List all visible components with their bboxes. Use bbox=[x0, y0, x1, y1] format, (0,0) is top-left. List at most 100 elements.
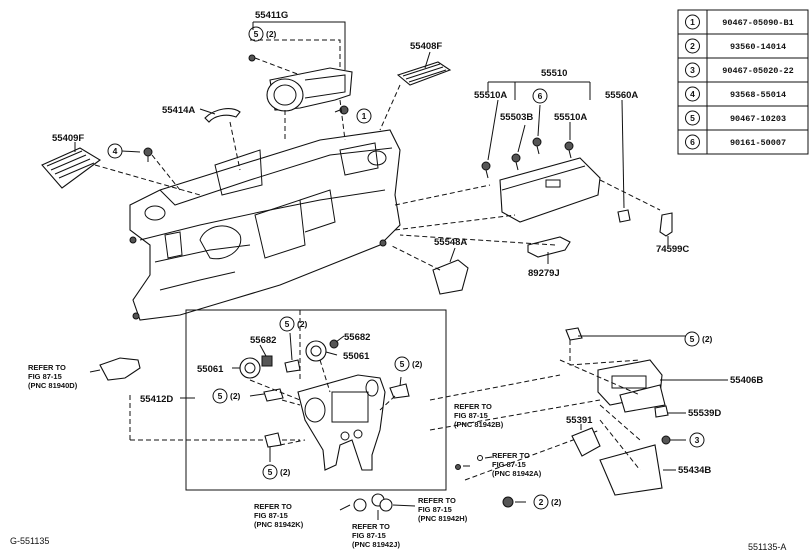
legend-key: 3 bbox=[690, 65, 695, 75]
ref-text: FIG 87-15 bbox=[454, 411, 488, 420]
ref-text: REFER TO bbox=[492, 451, 530, 460]
legend-part-number: 90467-10203 bbox=[730, 114, 786, 124]
legend-row-2: 2 93560-14014 bbox=[685, 38, 786, 54]
quantity-label: (2) bbox=[280, 467, 291, 477]
legend-key: 2 bbox=[690, 41, 695, 51]
quantity-label: (2) bbox=[412, 359, 423, 369]
legend-row-3: 3 90467-05020-22 bbox=[685, 62, 794, 78]
figure-code-right: 551135-A bbox=[748, 542, 786, 552]
instrument-panel bbox=[129, 129, 401, 321]
callout-5: 5 bbox=[254, 29, 259, 39]
callout-bubbles: 5 1 4 6 5 5 5 5 5 3 2 bbox=[107, 26, 705, 510]
callout-3: 3 bbox=[695, 435, 700, 445]
part-label: 55409F bbox=[52, 133, 84, 144]
callout-4: 4 bbox=[113, 146, 118, 156]
legend-part-number: 93560-14014 bbox=[730, 42, 786, 52]
part-label: 55408F bbox=[410, 41, 442, 52]
callout-5: 5 bbox=[690, 334, 695, 344]
figure-code-left: G-551135 bbox=[10, 536, 49, 546]
part-label: 55412D bbox=[140, 394, 173, 405]
ref-text: FIG 87-15 bbox=[254, 511, 288, 520]
part-label: 55510A bbox=[554, 112, 587, 123]
callout-5: 5 bbox=[268, 467, 273, 477]
part-labels: 55411G 55408F 55414A 55409F 55510 55510A… bbox=[52, 10, 763, 476]
ref-text: (PNC 81942H) bbox=[418, 514, 468, 523]
side-vents bbox=[239, 339, 410, 448]
switch-bezel-left bbox=[99, 357, 141, 381]
quantity-label: (2) bbox=[230, 391, 241, 401]
ref-text: (PNC 81942J) bbox=[352, 540, 400, 549]
legend-key: 1 bbox=[690, 17, 695, 27]
legend-row-1: 1 90467-05090-B1 bbox=[685, 14, 794, 30]
part-label: 55548A bbox=[434, 237, 467, 248]
legend-part-number: 90161-50007 bbox=[730, 138, 786, 148]
right-lower-group bbox=[559, 327, 728, 496]
legend-key: 5 bbox=[690, 113, 695, 123]
ref-text: FIG 87-15 bbox=[418, 505, 452, 514]
legend-key: 6 bbox=[690, 137, 695, 147]
part-label: 55682 bbox=[250, 335, 276, 346]
part-label: 74599C bbox=[656, 244, 689, 255]
callout-2: 2 bbox=[539, 497, 544, 507]
callout-quantities: (2) (2) (2) (2) (2) (2) (2) bbox=[230, 29, 713, 507]
legend-part-number: 90467-05020-22 bbox=[722, 66, 793, 76]
damper-55560a bbox=[617, 209, 631, 223]
coin-pocket bbox=[432, 259, 469, 295]
refer-leader bbox=[89, 369, 101, 373]
ref-text: REFER TO bbox=[28, 363, 66, 372]
legend-row-4: 4 93568-55014 bbox=[685, 86, 786, 102]
part-label: 89279J bbox=[528, 268, 560, 279]
quantity-label: (2) bbox=[266, 29, 277, 39]
part-label: 55061 bbox=[343, 351, 370, 362]
ref-text: FIG 87-15 bbox=[492, 460, 526, 469]
legend-row-5: 5 90467-10203 bbox=[685, 110, 786, 126]
glove-box bbox=[499, 157, 601, 223]
part-label: 55061 bbox=[197, 364, 224, 375]
ref-text: REFER TO bbox=[352, 522, 390, 531]
leader-lines-labels bbox=[74, 21, 669, 264]
part-label: 55434B bbox=[678, 465, 711, 476]
part-label: 55391 bbox=[566, 415, 593, 426]
ref-text: (PNC 81942B) bbox=[454, 420, 504, 429]
ref-text: REFER TO bbox=[454, 402, 492, 411]
clip-74599c bbox=[659, 212, 673, 237]
part-label: 55503B bbox=[500, 112, 533, 123]
reference-notes: REFER TO FIG 87-15 (PNC 81940D) REFER TO… bbox=[28, 363, 542, 549]
callout-5: 5 bbox=[285, 319, 290, 329]
part-label: 55560A bbox=[605, 90, 638, 101]
part-label: 55411G bbox=[255, 10, 288, 21]
part-label: 55406B bbox=[730, 375, 763, 386]
ref-text: FIG 87-15 bbox=[352, 531, 386, 540]
callout-6: 6 bbox=[538, 91, 543, 101]
ref-text: REFER TO bbox=[418, 496, 456, 505]
ref-text: (PNC 81942K) bbox=[254, 520, 304, 529]
center-box-leaders bbox=[180, 332, 402, 462]
legend-part-number: 90467-05090-B1 bbox=[722, 18, 793, 28]
bracket-89279j bbox=[527, 236, 571, 258]
ref-text: (PNC 81940D) bbox=[28, 381, 78, 390]
part-label: 55682 bbox=[344, 332, 370, 343]
legend-key: 4 bbox=[690, 89, 695, 99]
quantity-label: (2) bbox=[297, 319, 308, 329]
bottom-fittings bbox=[339, 455, 526, 520]
quantity-label: (2) bbox=[702, 334, 713, 344]
part-label: 55539D bbox=[688, 408, 721, 419]
part-label: 55510 bbox=[541, 68, 567, 79]
ref-text: FIG 87-15 bbox=[28, 372, 62, 381]
callout-1: 1 bbox=[362, 111, 367, 121]
ref-text: (PNC 81942A) bbox=[492, 469, 542, 478]
center-cluster-panel bbox=[297, 374, 386, 471]
ref-text: REFER TO bbox=[254, 502, 292, 511]
quantity-label: (2) bbox=[551, 497, 562, 507]
leader-lines-upper bbox=[94, 39, 661, 481]
legend-part-number: 93568-55014 bbox=[730, 90, 786, 100]
part-label: 55414A bbox=[162, 105, 195, 116]
callout-5: 5 bbox=[218, 391, 223, 401]
legend-row-6: 6 90161-50007 bbox=[685, 134, 786, 150]
speaker-grille-left bbox=[41, 147, 101, 189]
part-label: 55510A bbox=[474, 90, 507, 101]
defroster-grille bbox=[396, 61, 452, 86]
meter-hood bbox=[266, 67, 353, 112]
